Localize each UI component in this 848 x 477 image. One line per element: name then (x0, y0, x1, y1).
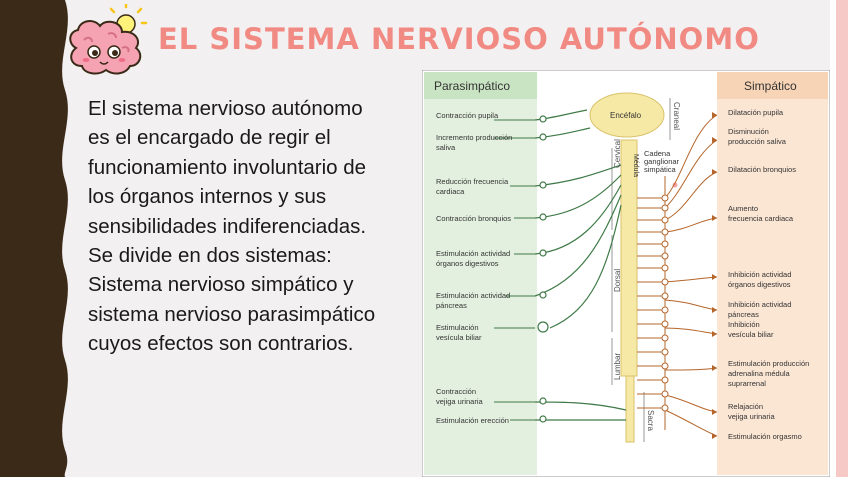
para-effect-line: vejiga urinaria (436, 397, 484, 406)
parasympathetic-header: Parasimpático (434, 79, 510, 93)
symp-effect-line: Relajación (728, 402, 763, 411)
para-effect-line: Contracción pupila (436, 111, 499, 120)
chain-label-line: simpática (644, 165, 677, 174)
body-line: es el encargado de regir el (88, 126, 331, 150)
para-effect-line: órganos digestivos (436, 259, 499, 268)
symp-effect-line: Dilatación pupila (728, 108, 784, 117)
symp-effect-line: Disminución (728, 127, 769, 136)
body-line: los órganos internos y sus (88, 185, 327, 209)
para-effect-line: Contracción bronquios (436, 214, 511, 223)
autonomic-nervous-system-diagram: Parasimpático Simpático Encéfalo Médula … (422, 70, 830, 477)
left-wave-border (53, 0, 68, 477)
body-line: Sistema nervioso simpático y (88, 273, 354, 297)
body-line: sistema nervioso parasimpático (88, 302, 376, 326)
para-effect-line: Contracción (436, 387, 476, 396)
right-pink-stripe (836, 0, 848, 477)
body-line: Se divide en dos sistemas: (88, 244, 332, 268)
para-effect-line: Estimulación actividad (436, 291, 510, 300)
parasympathetic-effects: Contracción pupila Incremento producción… (436, 111, 512, 425)
symp-effect-line: Inhibición (728, 320, 760, 329)
cord-label: Médula (632, 154, 639, 177)
symp-effect-line: páncreas (728, 310, 759, 319)
para-effect-line: cardiaca (436, 187, 465, 196)
sacral-label: Sacra (646, 410, 655, 431)
chain-label-line: ganglionar (644, 157, 680, 166)
symp-effect-line: producción saliva (728, 137, 787, 146)
body-paragraph: El sistema nervioso autónomo es el encar… (88, 94, 418, 359)
body-line: sensibilidades indiferenciadas. (88, 214, 367, 238)
symp-effect-line: adrenalina médula (728, 369, 791, 378)
brain-lightbulb-icon (69, 4, 148, 75)
cervical-label: Cervical (613, 139, 622, 168)
para-effect-line: Reducción frecuencia (436, 177, 509, 186)
para-effect-line: Estimulación erección (436, 416, 509, 425)
parasympathetic-panel (424, 72, 537, 475)
sympathetic-pathways (664, 114, 718, 437)
symp-effect-line: vesícula biliar (728, 330, 774, 339)
para-effect-line: páncreas (436, 301, 467, 310)
lumbar-label: Lumbar (613, 353, 622, 380)
slide-title: EL SISTEMA NERVIOSO AUTÓNOMO (158, 22, 760, 56)
symp-effect-line: vejiga urinaria (728, 412, 776, 421)
para-effect-line: Estimulación actividad (436, 249, 510, 258)
brain-shape (589, 92, 665, 138)
chain-label-line: Cadena (644, 149, 671, 158)
sympathetic-effects: Dilatación pupila Disminución producción… (728, 108, 809, 441)
symp-effect-line: Estimulación producción (728, 359, 809, 368)
symp-effect-line: Inhibición actividad (728, 300, 791, 309)
sympathetic-header: Simpático (744, 79, 797, 93)
symp-effect-line: suprarrenal (728, 379, 766, 388)
cranial-label: Craneal (672, 102, 681, 130)
symp-effect-line: Estimulación orgasmo (728, 432, 802, 441)
symp-effect-line: Inhibición actividad (728, 270, 791, 279)
right-white-stripe (830, 0, 836, 477)
sympathetic-panel (717, 72, 828, 475)
symp-effect-line: frecuencia cardiaca (728, 214, 794, 223)
dorsal-label: Dorsal (613, 269, 622, 292)
symp-effect-line: Aumento (728, 204, 758, 213)
symp-effect-line: Dilatación bronquios (728, 165, 796, 174)
para-effect-line: saliva (436, 143, 456, 152)
body-line: El sistema nervioso autónomo (88, 97, 363, 120)
para-effect-line: vesícula biliar (436, 333, 482, 342)
symp-effect-line: órganos digestivos (728, 280, 791, 289)
body-line: cuyos efectos son contrarios. (88, 332, 354, 356)
para-effect-line: Estimulación (436, 323, 479, 332)
para-effect-line: Incremento producción (436, 133, 512, 142)
left-decorative-bar (0, 0, 53, 477)
body-line: funcionamiento involuntario de (88, 155, 367, 179)
brain-label: Encéfalo (610, 111, 642, 120)
